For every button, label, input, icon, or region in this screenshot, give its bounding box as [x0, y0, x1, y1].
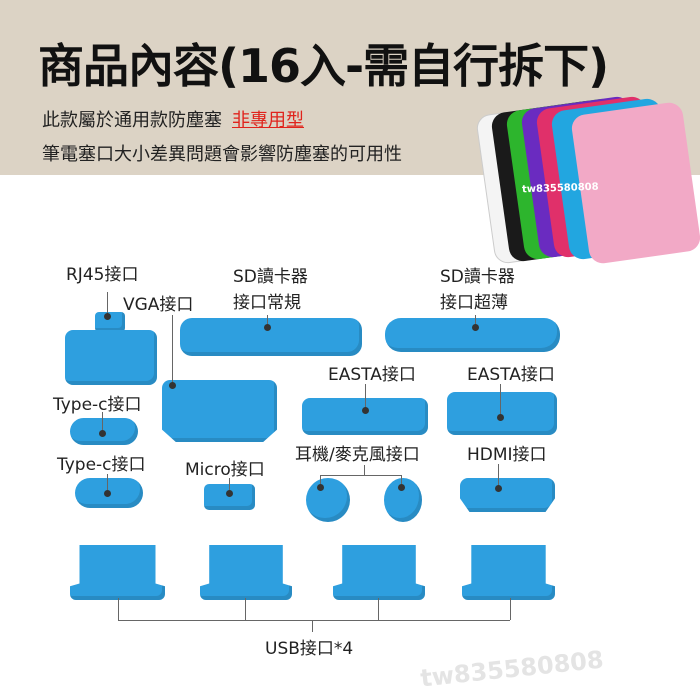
leader-line — [320, 475, 402, 476]
notice-text: 此款屬於通用款防塵塞 — [42, 110, 222, 131]
audio-plug-1 — [306, 478, 350, 522]
label-audio: 耳機/麥克風接口 — [295, 445, 420, 465]
rj45-plug — [65, 330, 157, 385]
leader-dot — [104, 490, 111, 497]
leader-line — [229, 478, 230, 490]
leader-line — [172, 315, 173, 385]
leader-dot — [497, 414, 504, 421]
leader-dot — [495, 485, 502, 492]
leader-line — [475, 315, 476, 327]
leader-line — [267, 315, 268, 327]
leader-dot — [264, 324, 271, 331]
sd-normal-plug — [180, 318, 362, 356]
leader-line — [365, 384, 366, 408]
leader-line — [378, 598, 379, 620]
leader-line — [500, 384, 501, 416]
usb-plug-2 — [200, 545, 292, 600]
vga-plug — [162, 380, 277, 442]
leader-line — [510, 598, 511, 620]
label-easta-1: EASTA接口 — [328, 365, 416, 385]
leader-line — [245, 598, 246, 620]
page-title: 商品內容(16入-需自行拆下) — [38, 39, 609, 93]
leader-dot — [99, 430, 106, 437]
leader-dot — [317, 484, 324, 491]
notice-line-1: 此款屬於通用款防塵塞非專用型 — [42, 106, 304, 132]
leader-dot — [472, 324, 479, 331]
label-hdmi: HDMI接口 — [467, 445, 547, 465]
leader-line — [320, 475, 321, 485]
leader-line — [118, 620, 510, 621]
leader-line — [118, 598, 119, 620]
hdmi-plug — [460, 478, 555, 512]
leader-line — [312, 620, 313, 632]
leader-line — [107, 292, 108, 314]
usb-plug-4 — [462, 545, 555, 600]
label-sd-thin-2: 接口超薄 — [440, 293, 508, 313]
watermark: tw835580808 — [419, 645, 605, 693]
leader-dot — [104, 313, 111, 320]
notice-line-2: 筆電塞口大小差異問題會影響防塵塞的可用性 — [42, 144, 402, 165]
leader-line — [498, 464, 499, 486]
label-rj45: RJ45接口 — [66, 265, 139, 285]
leader-line — [107, 474, 108, 490]
leader-dot — [169, 382, 176, 389]
leader-line — [364, 465, 365, 475]
notice-highlight: 非專用型 — [232, 110, 304, 131]
leader-dot — [226, 490, 233, 497]
label-typec-2: Type-c接口 — [57, 455, 146, 475]
leader-line — [401, 475, 402, 485]
label-sd-thin-1: SD讀卡器 — [440, 267, 515, 287]
usb-plug-3 — [333, 545, 425, 600]
leader-dot — [362, 407, 369, 414]
label-vga: VGA接口 — [123, 295, 194, 315]
label-usb: USB接口*4 — [265, 639, 354, 659]
label-micro: Micro接口 — [185, 460, 265, 480]
easta-plug-2 — [447, 392, 557, 435]
label-easta-2: EASTA接口 — [467, 365, 555, 385]
rj45-plug-tab — [95, 312, 125, 332]
sd-thin-plug — [385, 318, 560, 352]
leader-line — [102, 412, 103, 432]
label-sd-normal-2: 接口常規 — [233, 293, 301, 313]
label-typec-1: Type-c接口 — [53, 395, 142, 415]
usb-plug-1 — [70, 545, 165, 600]
label-sd-normal-1: SD讀卡器 — [233, 267, 308, 287]
leader-dot — [398, 484, 405, 491]
